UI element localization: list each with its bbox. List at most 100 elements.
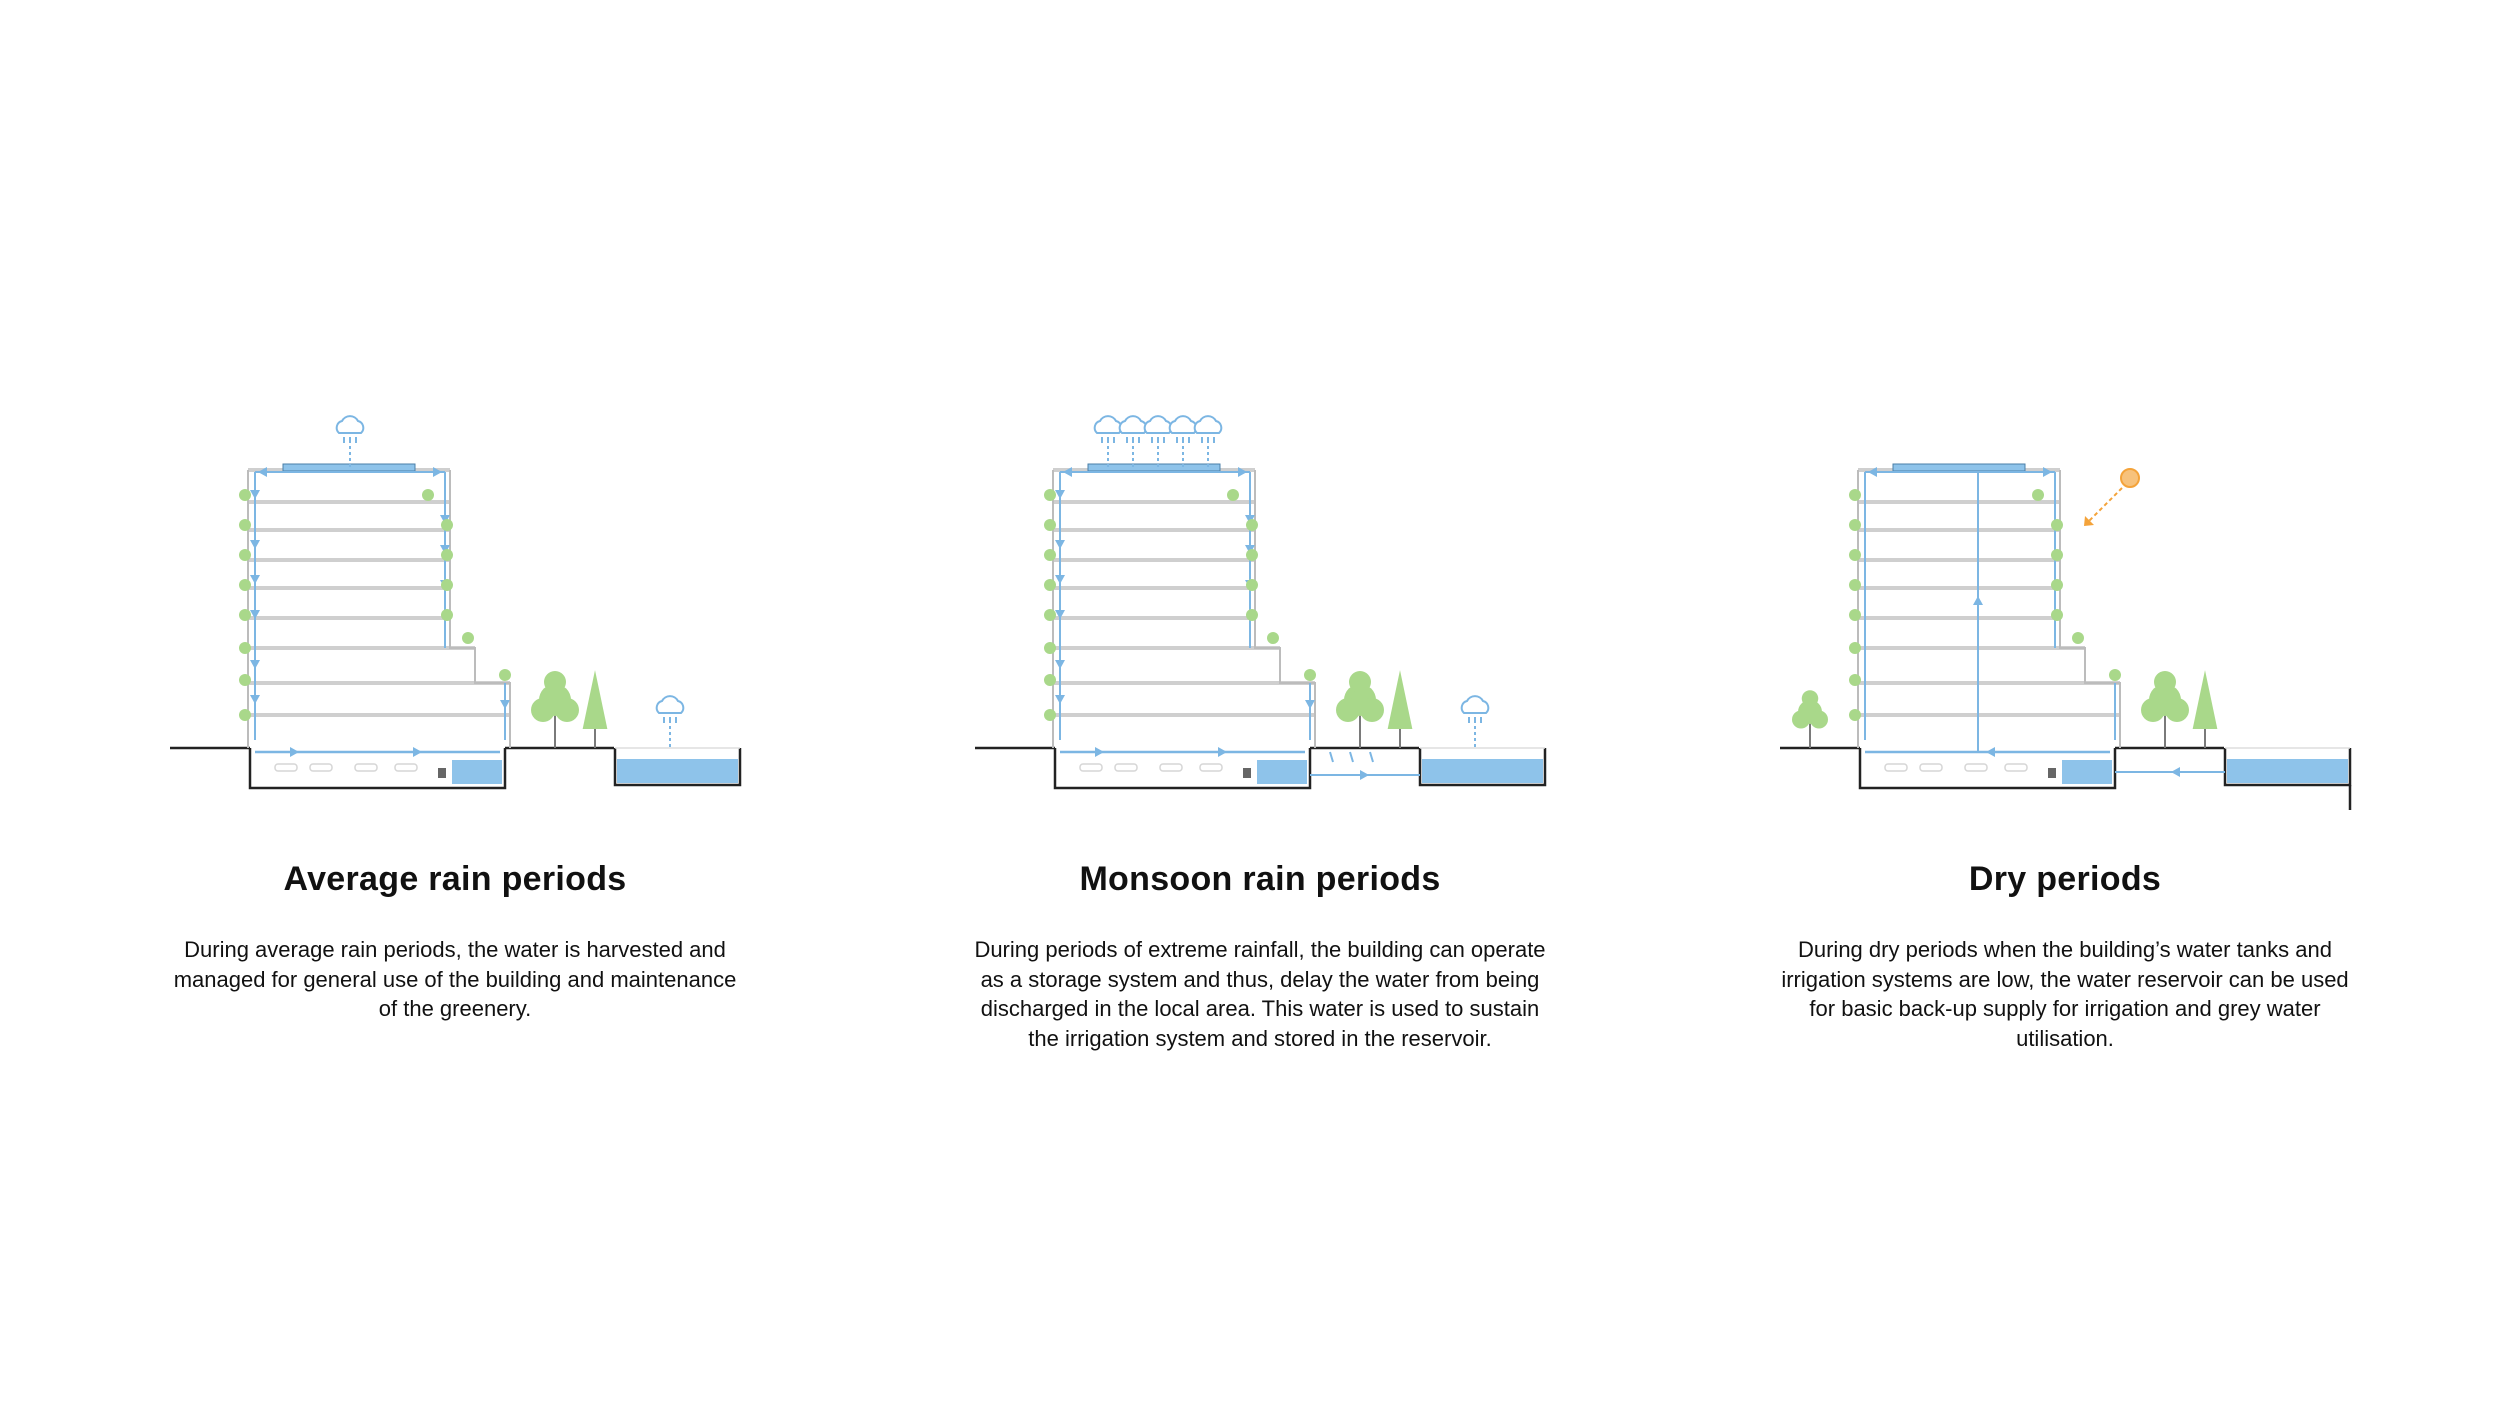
car-icon: [1159, 763, 1183, 772]
tree-icon: [531, 671, 579, 748]
greenery-dot: [1227, 489, 1239, 501]
flow-arrow: [1063, 467, 1072, 477]
rain-cloud-icon: [655, 695, 685, 748]
water-pipe: [1059, 472, 1311, 740]
flow-arrow: [1055, 575, 1065, 584]
flow-arrow: [500, 700, 510, 709]
greenery-dot: [239, 709, 251, 721]
greenery-dot: [239, 519, 251, 531]
flow-arrow: [1360, 770, 1369, 780]
basement-outline: [248, 748, 507, 790]
greenery-dot: [1849, 519, 1861, 531]
rain-cloud-icon: [1168, 415, 1198, 468]
greenery-dot: [1849, 709, 1861, 721]
flow-arrow: [250, 695, 260, 704]
pump-icon: [438, 768, 446, 778]
reservoir-outline: [2223, 748, 2352, 787]
flow-arrow: [413, 747, 422, 757]
flow-arrow: [1055, 540, 1065, 549]
flow-arrow: [2043, 467, 2052, 477]
rain-drop: [1349, 751, 1354, 763]
greenery-dot: [239, 642, 251, 654]
greenery-dot: [239, 549, 251, 561]
greenery-dot: [1044, 579, 1056, 591]
flow-arrow: [258, 467, 267, 477]
rain-cloud-icon: [1093, 415, 1123, 468]
greenery-dot: [462, 632, 474, 644]
greenery-dot: [1044, 709, 1056, 721]
panel-description: During average rain periods, the water i…: [173, 937, 737, 1021]
section-diagram-average: [170, 415, 742, 790]
rain-cloud-icon: [1143, 415, 1173, 468]
panel-description: During dry periods when the building’s w…: [1781, 937, 2349, 1051]
tree-icon: [1792, 690, 1828, 748]
greenery-dot: [1044, 519, 1056, 531]
pine-tree-icon: [582, 670, 608, 748]
greenery-dot: [422, 489, 434, 501]
panel-title: Monsoon rain periods: [1079, 860, 1441, 898]
rain-drop: [1329, 751, 1334, 763]
flow-arrow: [1095, 747, 1104, 757]
flow-arrow: [1986, 747, 1995, 757]
section-diagram-dry: [1780, 463, 2352, 810]
car-icon: [1079, 763, 1103, 772]
greenery-dot: [239, 609, 251, 621]
building-outline: [247, 470, 511, 748]
flow-arrow: [1305, 700, 1315, 709]
panel-average-rain: Average rain periods During average rain…: [50, 380, 860, 1100]
greenery-dot: [441, 549, 453, 561]
greenery-dot: [239, 579, 251, 591]
greenery-dot: [499, 669, 511, 681]
tree-icon: [2141, 671, 2189, 748]
panel-description: During periods of extreme rainfall, the …: [974, 937, 1546, 1051]
flow-arrow: [1055, 660, 1065, 669]
greenery-dot: [1849, 549, 1861, 561]
flow-arrow: [1868, 467, 1877, 477]
greenery-dot: [1044, 642, 1056, 654]
greenery-dot: [1849, 674, 1861, 686]
car-icon: [274, 763, 298, 772]
car-icon: [394, 763, 418, 772]
greenery-dot: [1246, 519, 1258, 531]
car-icon: [2004, 763, 2028, 772]
greenery-dot: [1849, 642, 1861, 654]
flow-arrow: [1973, 596, 1983, 605]
greenery-dot: [441, 609, 453, 621]
flow-arrow: [290, 747, 299, 757]
building-outline: [1052, 470, 1316, 748]
water-pipe: [254, 472, 506, 740]
greenery-dot: [2109, 669, 2121, 681]
basement-outline: [1858, 748, 2117, 790]
car-icon: [1884, 763, 1908, 772]
water-tank: [452, 760, 502, 784]
greenery-dot: [2051, 609, 2063, 621]
rain-drop: [1369, 751, 1374, 763]
section-diagram-monsoon: [975, 415, 1547, 790]
greenery-dot: [1044, 549, 1056, 561]
greenery-dot: [1849, 609, 1861, 621]
greenery-dot: [1849, 579, 1861, 591]
flow-arrow: [2171, 767, 2180, 777]
flow-arrow: [1055, 610, 1065, 619]
greenery-dot: [1246, 579, 1258, 591]
flow-arrow: [1055, 695, 1065, 704]
rain-cloud-icon: [1193, 415, 1223, 468]
flow-arrow: [250, 660, 260, 669]
tree-icon: [1336, 671, 1384, 748]
pump-icon: [1243, 768, 1251, 778]
greenery-dot: [441, 579, 453, 591]
panel-monsoon-rain: Monsoon rain periods During periods of e…: [855, 380, 1665, 1100]
reservoir-outline: [613, 748, 742, 787]
panel-dry: Dry periods During dry periods when the …: [1660, 380, 2470, 1100]
panel-title: Average rain periods: [283, 860, 627, 898]
rain-cloud-icon: [1460, 695, 1490, 748]
car-icon: [1964, 763, 1988, 772]
car-icon: [309, 763, 333, 772]
flow-arrow: [250, 575, 260, 584]
greenery-dot: [1304, 669, 1316, 681]
basement-outline: [1053, 748, 1312, 790]
greenery-dot: [1849, 489, 1861, 501]
greenery-dot: [2051, 549, 2063, 561]
flow-arrow: [250, 490, 260, 499]
greenery-dot: [239, 489, 251, 501]
